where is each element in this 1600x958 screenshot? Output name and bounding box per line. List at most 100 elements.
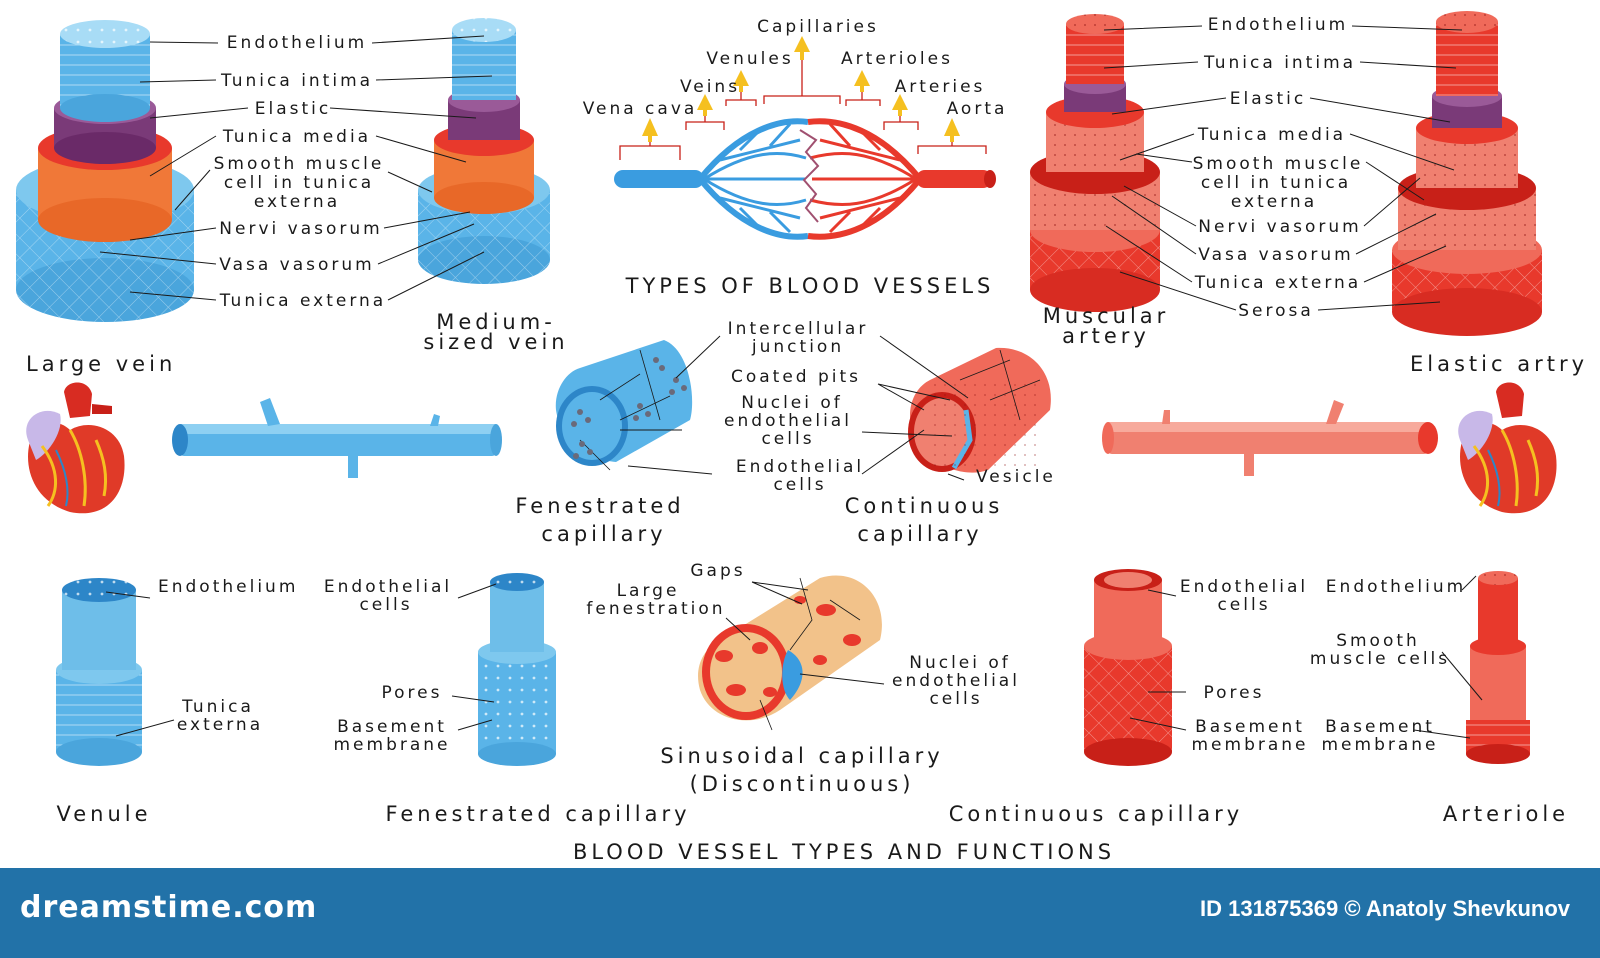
vein-tunica-intima-label: Tunica intima: [220, 71, 374, 91]
mid-endo-cells-label-1: Endothelial: [735, 457, 865, 477]
fenestrated-name: Fenestrated capillary: [385, 802, 691, 826]
artery-smooth-muscle-label: Smooth muscle: [1192, 154, 1364, 174]
fenestrated-mid-name-2: capillary: [541, 522, 667, 546]
venule-tunica-label-1: Tunica: [182, 697, 254, 717]
large-fenestration-label-2: fenestration: [586, 599, 726, 619]
muscular-artery-figure: [1030, 14, 1160, 312]
artery-cell-in-tunica-label: cell in tunica: [1200, 173, 1352, 193]
medium-vein-name-1: Medium-: [436, 310, 556, 334]
aorta-label: Aorta: [946, 99, 1008, 119]
sinusoidal-name-2: (Discontinuous): [689, 772, 915, 796]
vein-vasa-vasorum-label: Vasa vasorum: [219, 255, 375, 275]
gaps-label: Gaps: [690, 561, 746, 581]
large-vein-name: Large vein: [26, 352, 177, 376]
cont-endo-label-2: cells: [1217, 595, 1271, 615]
coated-pits-label: Coated pits: [730, 367, 862, 387]
vein-tunica-media-label: Tunica media: [222, 127, 372, 147]
vein-tunica-externa-label: Tunica externa: [219, 291, 387, 311]
sin-nuclei-label-1: Nuclei of: [909, 653, 1011, 673]
vein-tube: [172, 398, 502, 478]
fenestrated-capillary-figure: [478, 573, 556, 766]
sinusoidal-capillary-figure: [698, 575, 882, 731]
cont-endo-label-1: Endothelial: [1179, 577, 1309, 597]
muscular-artery-name-2: artery: [1062, 324, 1150, 348]
continuous-mid-name-1: Continuous: [844, 494, 1004, 518]
vein-endothelium-label: Endothelium: [226, 33, 368, 53]
arteriole-basement-label-2: membrane: [1321, 735, 1439, 755]
capillaries-label: Capillaries: [757, 17, 879, 37]
venule-tunica-label-2: externa: [176, 715, 264, 735]
venule-endothelium-label: Endothelium: [158, 577, 299, 597]
artery-elastic-label: Elastic: [1229, 89, 1307, 109]
cont-basement-label-1: Basement: [1195, 717, 1305, 737]
arteriole-endothelium-label: Endothelium: [1325, 577, 1467, 597]
arteriole-smooth-label-1: Smooth: [1336, 631, 1420, 651]
bracket-tree: [619, 60, 987, 160]
sin-nuclei-label-2: endothelial: [892, 671, 1020, 691]
artery-nervi-vasorum-label: Nervi vasorum: [1198, 217, 1362, 237]
venules-label: Venules: [706, 49, 794, 69]
artery-tube: [1102, 400, 1438, 476]
mid-leader-lines: [620, 335, 969, 481]
arteriole-smooth-label-2: muscle cells: [1309, 649, 1451, 669]
medium-vein-figure: [418, 18, 550, 284]
sin-nuclei-label-3: cells: [929, 689, 983, 709]
fen-basement-label-1: Basement: [337, 717, 447, 737]
large-vein-figure: [16, 20, 194, 322]
elastic-artery-name: Elastic artry: [1410, 352, 1588, 376]
image-credit: ID 131875369 © Anatoly Shevkunov: [1199, 896, 1570, 921]
fen-endo-label-1: Endothelial: [323, 577, 453, 597]
elastic-artery-figure: [1392, 11, 1542, 336]
artery-tunica-intima-label: Tunica intima: [1203, 53, 1357, 73]
fen-endo-label-2: cells: [359, 595, 413, 615]
vein-externa-label: externa: [253, 192, 341, 212]
fenestrated-capillary-mid: [555, 340, 693, 471]
arteriole-figure: [1466, 571, 1530, 764]
top-leader-lines: [99, 25, 1463, 311]
medium-vein-name-2: sized vein: [423, 330, 569, 354]
mid-nuclei-label-2: endothelial: [724, 411, 852, 431]
mid-endo-cells-label-2: cells: [773, 475, 827, 495]
arteries-label: Arteries: [894, 77, 986, 97]
fenestrated-mid-name-1: Fenestrated: [515, 494, 685, 518]
muscular-artery-name-1: Muscular: [1042, 304, 1170, 328]
vessel-network: [614, 118, 996, 240]
sinusoidal-name-1: Sinusoidal capillary: [660, 744, 944, 768]
cont-basement-label-2: membrane: [1191, 735, 1309, 755]
large-fenestration-label-1: Large: [616, 581, 680, 601]
footer-bar: dreamstime.com ID 131875369 © Anatoly Sh…: [0, 868, 1600, 958]
fen-pores-label: Pores: [381, 683, 443, 703]
heart-left: [26, 382, 125, 514]
fen-basement-label-2: membrane: [333, 735, 451, 755]
watermark-brand[interactable]: dreamstime.com: [20, 890, 318, 925]
continuous-capillary-mid: [908, 347, 1051, 473]
venule-name: Venule: [56, 802, 152, 826]
vein-cell-in-tunica-label: cell in tunica: [223, 173, 375, 193]
heart-right: [1458, 382, 1557, 514]
types-title: TYPES OF BLOOD VESSELS: [625, 274, 995, 298]
veins-label: Veins: [679, 77, 741, 97]
intercellular-label-2: junction: [751, 337, 845, 357]
artery-serosa-label: Serosa: [1238, 301, 1314, 321]
bottom-title: BLOOD VESSEL TYPES AND FUNCTIONS: [572, 840, 1116, 864]
vena-cava-label: Vena cava: [582, 99, 698, 119]
vesicle-label: Vesicle: [976, 467, 1056, 487]
intercellular-label-1: Intercellular: [727, 319, 869, 339]
yellow-arrows: [642, 36, 960, 142]
artery-externa-label: externa: [1230, 192, 1318, 212]
mid-nuclei-label-3: cells: [761, 429, 815, 449]
artery-tunica-media-label: Tunica media: [1197, 125, 1347, 145]
bottom-leader-lines: [105, 575, 1483, 739]
arterioles-label: Arterioles: [841, 49, 953, 69]
cont-pores-label: Pores: [1203, 683, 1265, 703]
vein-nervi-vasorum-label: Nervi vasorum: [219, 219, 383, 239]
venule-figure: [56, 578, 142, 766]
vein-elastic-label: Elastic: [254, 99, 332, 119]
mid-nuclei-label-1: Nuclei of: [741, 393, 843, 413]
arteriole-name: Arteriole: [1442, 802, 1570, 826]
artery-endothelium-label: Endothelium: [1207, 15, 1349, 35]
vessel-illustrations: [16, 11, 1557, 766]
artery-vasa-vasorum-label: Vasa vasorum: [1198, 245, 1354, 265]
vein-smooth-muscle-label: Smooth muscle: [213, 154, 385, 174]
